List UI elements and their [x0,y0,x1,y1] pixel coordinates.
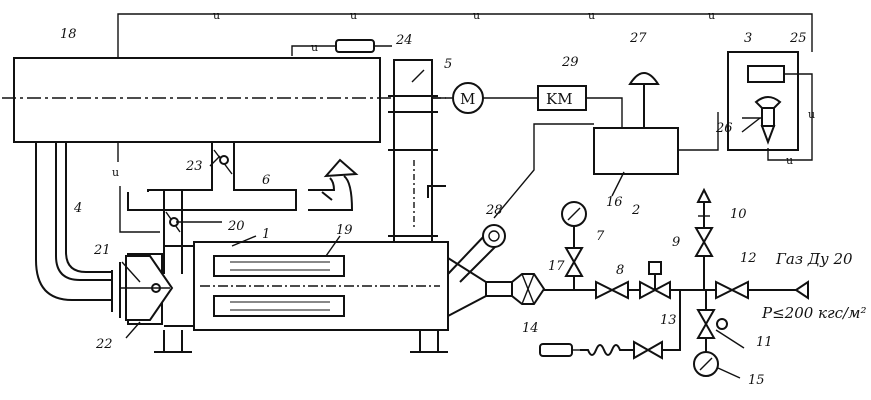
signal-mark: u [473,9,480,22]
label-23: 23 [185,159,203,174]
valve-12 [715,280,735,300]
label-13: 13 [660,313,677,328]
valve-7 [564,247,584,265]
motor-drive: M KM [432,82,623,128]
km-box [537,85,587,111]
label-12: 12 [740,251,757,266]
label-5: 5 [444,57,452,72]
control-box-2 [593,127,679,175]
label-10: 10 [730,207,747,222]
relay-25 [747,65,785,83]
signal-mark: u [112,166,119,179]
gas-annotation: Газ Ду 20 P≤200 кгс/м² [761,250,867,322]
label-6: 6 [262,173,270,188]
label-26: 26 [715,121,733,136]
label-15: 15 [748,373,765,388]
damper-23 [219,155,229,165]
heater-upper [213,255,345,277]
pipe-4 [35,142,121,318]
label-22: 22 [95,337,113,352]
signal-lamp-27 [628,72,660,85]
leader-lines [121,69,761,379]
signal-mark: u [213,9,220,22]
label-2: 2 [631,203,640,218]
exhaust-6 [127,142,359,274]
control-unit: u u [493,51,815,219]
callout-labels: 1 2 3 4 5 6 7 8 9 10 11 12 13 14 15 16 1… [60,27,807,388]
label-27: 27 [629,31,647,46]
gas-line [539,187,809,377]
motor-symbol: M [460,90,475,108]
label-14: 14 [522,321,539,336]
gas-label: Газ Ду 20 [775,250,853,268]
signal-mark: u [708,9,715,22]
gas-inlet [794,280,809,300]
burner-nozzle [447,224,546,318]
drum-18 [2,57,446,143]
igniter-14 [539,343,573,357]
heater-lower [213,295,345,317]
label-20: 20 [227,219,245,234]
solenoid-valve-9 [639,280,658,300]
label-24: 24 [395,33,413,48]
label-4: 4 [73,201,82,216]
signal-mark: u [786,154,793,167]
label-18: 18 [60,27,77,42]
label-8: 8 [616,263,624,278]
label-7: 7 [596,229,605,244]
label-11: 11 [756,335,773,350]
label-17: 17 [548,259,565,274]
label-19: 19 [336,223,353,238]
sensor-24 [335,39,375,53]
label-9: 9 [672,235,680,250]
label-29: 29 [561,55,579,70]
signal-mark: u [311,41,318,54]
label-1: 1 [262,227,270,242]
valve-11 [696,309,716,327]
fan-28 [482,224,506,248]
label-25: 25 [789,31,807,46]
drum [13,57,381,143]
label-21: 21 [93,243,111,258]
signal-mark: u [588,9,595,22]
label-28: 28 [485,203,503,218]
label-3: 3 [744,31,752,46]
km-label: KM [546,90,573,108]
valve-10 [694,227,714,245]
signal-mark: u [350,9,357,22]
signal-mark: u [808,108,815,121]
furnace-1 [120,241,449,353]
valve-26 [754,96,782,109]
vent-10 [696,187,712,203]
valve-8 [595,280,615,300]
label-16: 16 [606,195,623,210]
pressure-label: P≤200 кгс/м² [761,304,867,322]
valve-13 [633,340,651,360]
